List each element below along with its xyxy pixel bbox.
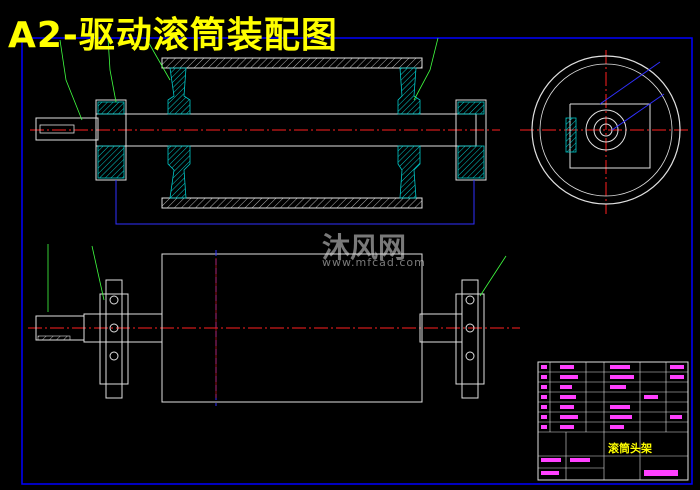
title-block xyxy=(537,361,689,481)
bom-text-marks xyxy=(541,365,684,476)
bottom-view xyxy=(28,244,520,406)
shaft-left-end xyxy=(35,117,99,141)
drum-outer-circle xyxy=(531,55,681,205)
title-block-name: 滚筒头架 xyxy=(608,441,652,455)
keyway xyxy=(39,124,75,134)
drum-body xyxy=(161,253,423,403)
side-view xyxy=(520,50,690,214)
overall-dimension xyxy=(115,180,475,225)
top-section-view xyxy=(30,37,500,225)
leaders-bottom xyxy=(47,244,507,312)
drum-shell-top xyxy=(161,57,423,69)
hub-left xyxy=(167,67,191,199)
drawing-title: A2-驱动滚筒装配图 xyxy=(8,15,338,56)
hub-right xyxy=(397,67,421,199)
watermark-url: www.mfcad.com xyxy=(322,256,426,269)
bearing-housing-right xyxy=(455,99,487,181)
bearing-housing-left xyxy=(95,99,127,181)
watermark-logo-text: 沐风网 xyxy=(322,231,407,264)
pillow-block-left xyxy=(99,279,129,399)
side-pillow-block xyxy=(569,103,651,169)
drawing-frame xyxy=(21,37,693,485)
pillow-block-right xyxy=(455,279,485,399)
leaders-top xyxy=(59,37,439,121)
drum-shell-bottom xyxy=(161,197,423,209)
